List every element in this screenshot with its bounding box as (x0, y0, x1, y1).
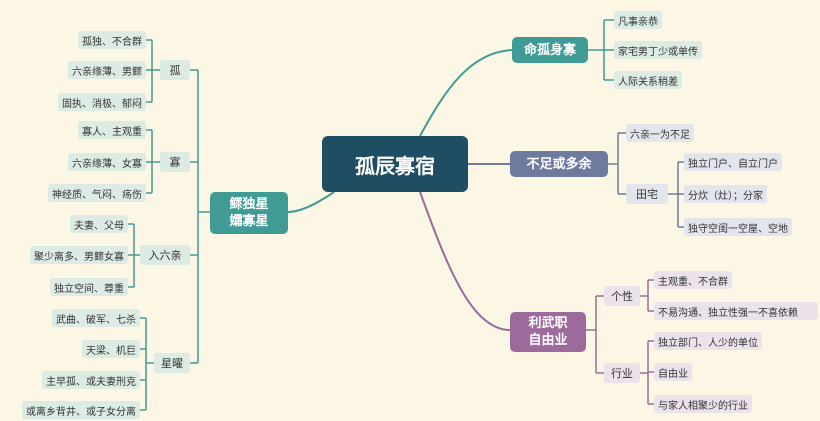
leaf-mingu-2[interactable]: 家宅男丁少或单传 (614, 41, 702, 59)
leaf-gu-3[interactable]: 固执、消极、郁闷 (58, 93, 146, 111)
leaf-gua-1[interactable]: 寡人、主观重 (78, 121, 146, 139)
sub-hangye[interactable]: 行业 (604, 363, 640, 383)
leaf-tianzhai-1[interactable]: 独立门户、自立门户 (684, 153, 782, 171)
root-node[interactable]: 孤辰寡宿 (322, 136, 468, 192)
leaf-gu-2[interactable]: 六亲缘薄、男鳏 (68, 61, 146, 79)
sub-xingyao[interactable]: 星曜 (154, 353, 190, 373)
sub-tianzhai[interactable]: 田宅 (626, 184, 668, 204)
leaf-tianzhai-3[interactable]: 独守空闺一空屋、空地 (684, 218, 792, 236)
leaf-xingyao-4[interactable]: 或离乡背井、或子女分离 (22, 401, 140, 419)
branch-mingu[interactable]: 命孤身寡 (512, 37, 588, 63)
leaf-gua-3[interactable]: 神经质、气闷、疡伤 (48, 184, 146, 202)
branch-liwu[interactable]: 利武职 自由业 (510, 312, 586, 352)
leaf-buzu-1[interactable]: 六亲一为不足 (626, 124, 694, 142)
branch-buzu[interactable]: 不足或多余 (510, 151, 608, 177)
leaf-hangye-1[interactable]: 独立部门、人少的单位 (654, 332, 762, 350)
leaf-xingyao-1[interactable]: 武曲、破军、七杀 (52, 309, 140, 327)
sub-gua[interactable]: 寡 (160, 152, 190, 172)
branch-guandu[interactable]: 鳏独星 孀寡星 (210, 192, 288, 234)
leaf-gexing-2[interactable]: 不易沟通、独立性强一不喜依赖 (654, 302, 818, 320)
sub-gexing[interactable]: 个性 (604, 286, 640, 306)
sub-ruliuqin[interactable]: 入六亲 (140, 245, 190, 265)
link-root-guandu (287, 191, 335, 213)
leaf-tianzhai-2[interactable]: 分炊（灶）；分家 (684, 185, 767, 203)
link-root-liwu (419, 191, 511, 331)
leaf-xingyao-2[interactable]: 天梁、机巨 (82, 340, 140, 358)
sub-gu[interactable]: 孤 (160, 60, 190, 80)
leaf-gua-2[interactable]: 六亲缘薄、女寡 (68, 153, 146, 171)
link-root-mingu (419, 49, 513, 137)
leaf-gexing-1[interactable]: 主观重、不合群 (654, 271, 732, 289)
leaf-hangye-3[interactable]: 与家人相聚少的行业 (654, 395, 752, 413)
leaf-gu-1[interactable]: 孤独、不合群 (78, 31, 146, 49)
leaf-ruliuqin-3[interactable]: 独立空间、尊重 (50, 278, 128, 296)
leaf-hangye-2[interactable]: 自由业 (654, 363, 692, 381)
leaf-xingyao-3[interactable]: 主早孤、或夫妻刑克 (42, 371, 140, 389)
leaf-ruliuqin-1[interactable]: 夫妻、父母 (70, 215, 128, 233)
leaf-mingu-1[interactable]: 凡事亲恭 (614, 11, 662, 29)
leaf-mingu-3[interactable]: 人际关系稍差 (614, 71, 682, 89)
leaf-ruliuqin-2[interactable]: 聚少离多、男鳏女寡 (30, 246, 128, 264)
